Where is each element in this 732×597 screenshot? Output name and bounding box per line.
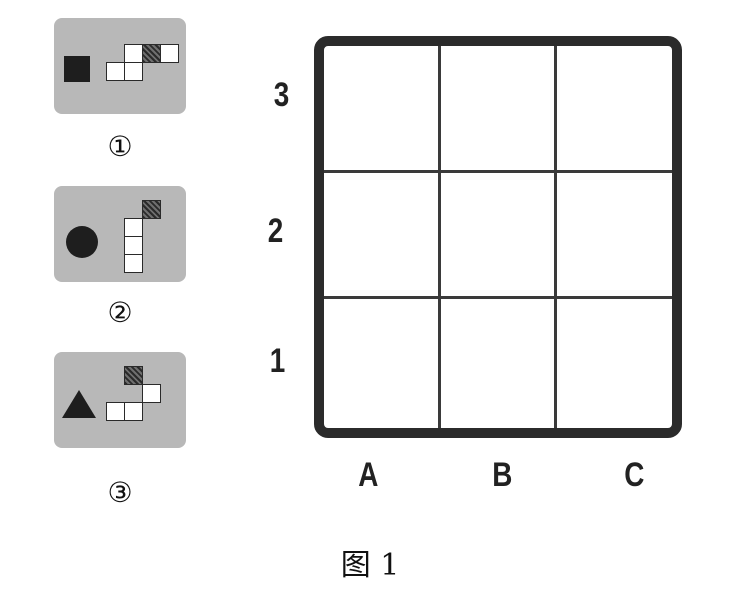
grid-line [324,296,672,299]
col-label-c: C [624,456,645,494]
grid-line [438,46,441,428]
col-label-a: A [358,456,379,494]
row-label-2: 2 [267,212,284,250]
black-square-icon [64,56,90,82]
row-label-3: 3 [273,76,290,114]
card-3 [54,352,186,448]
black-circle-icon [66,226,98,258]
card-1 [54,18,186,114]
card-number-3: ③ [107,476,133,509]
card-2 [54,186,186,282]
grid-line [324,170,672,173]
grid-board [314,36,682,438]
grid-line [554,46,557,428]
card-number-1: ① [107,130,133,163]
col-label-b: B [492,456,513,494]
card-number-2: ② [107,296,133,329]
row-label-1: 1 [269,342,286,380]
figure-caption: 图 1 [340,548,400,583]
black-triangle-icon [62,390,96,418]
